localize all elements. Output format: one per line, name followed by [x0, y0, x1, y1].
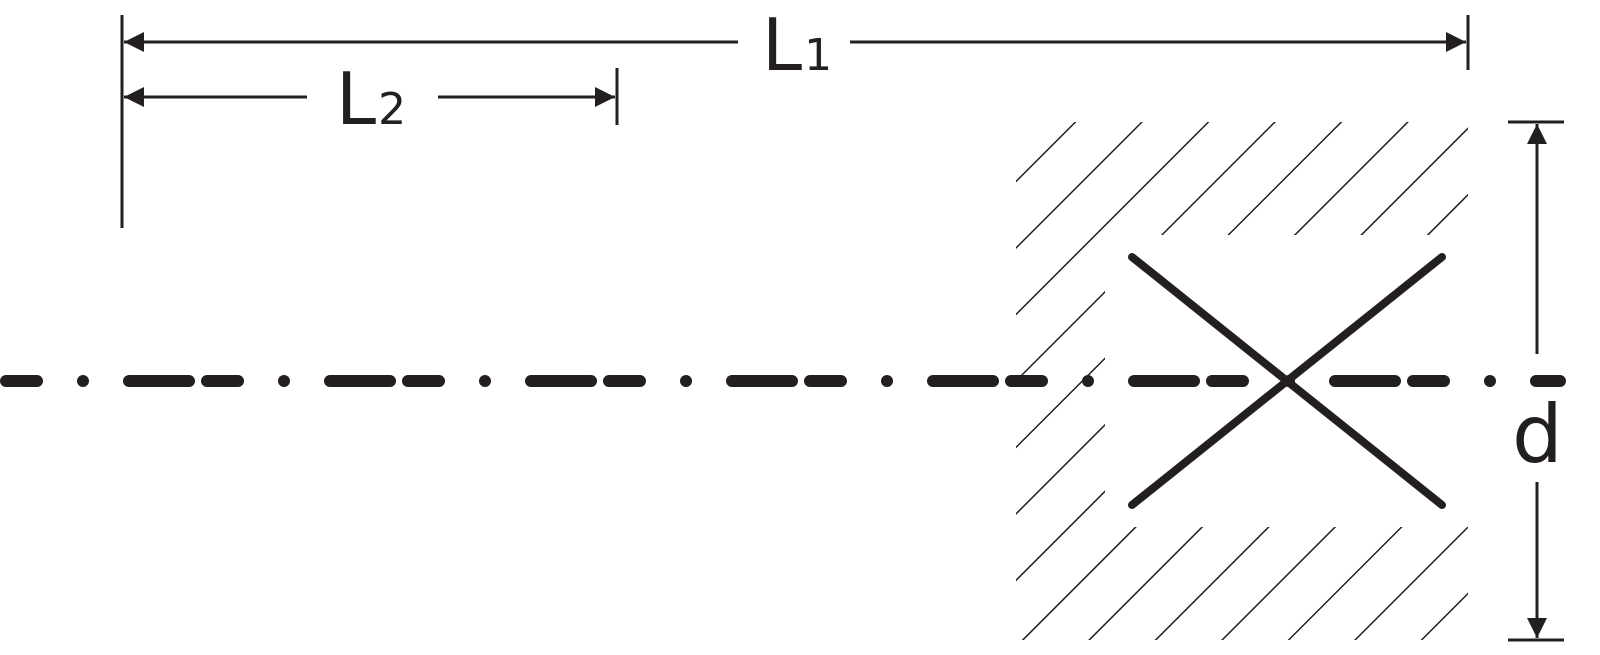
hatched-section [1016, 122, 1468, 640]
label-l1: L1 [762, 3, 832, 87]
dimension-l1 [120, 15, 1470, 228]
label-l2: L2 [336, 57, 406, 141]
label-d: d [1512, 388, 1563, 481]
dimension-l2 [124, 68, 619, 125]
dimension-d [1508, 120, 1564, 642]
